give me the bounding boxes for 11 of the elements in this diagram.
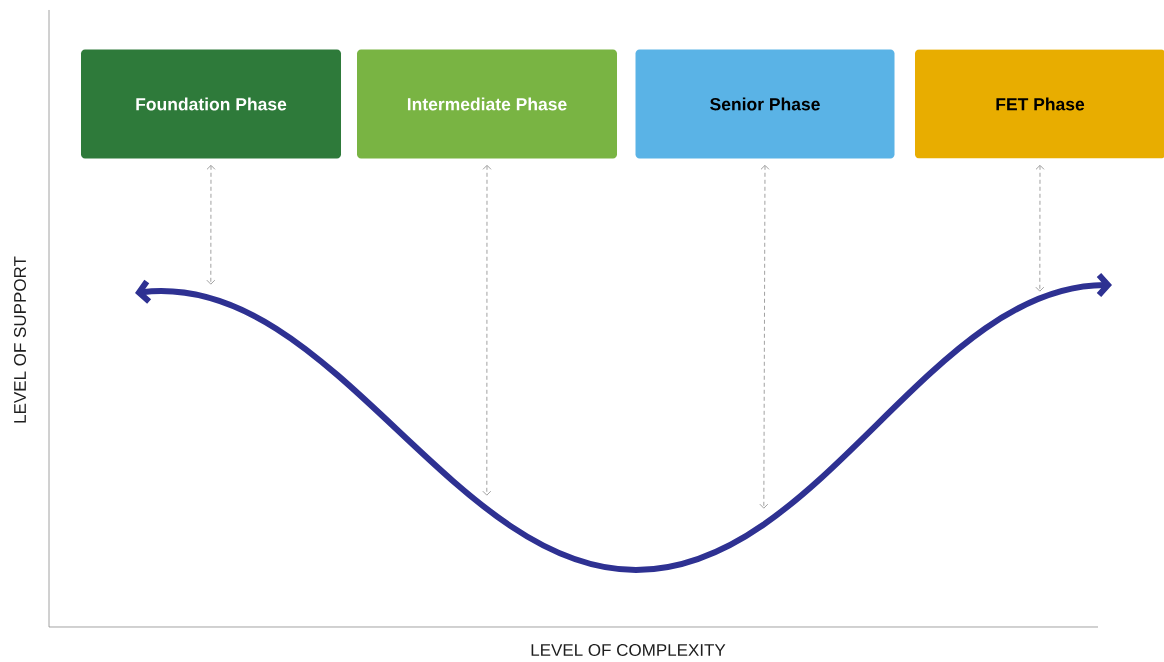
dashed-arrow: [482, 164, 492, 496]
axis-label: LEVEL OF SUPPORT: [14, 256, 27, 423]
curve-arrow: [135, 273, 1112, 573]
dashed-arrow: [206, 164, 216, 285]
phase-box: Intermediate Phase: [357, 49, 617, 159]
axis-label: LEVEL OF COMPLEXITY: [531, 644, 726, 656]
phase-box: Senior Phase: [635, 49, 895, 159]
dashed-arrow: [759, 164, 770, 509]
phase-box: FET Phase: [915, 49, 1164, 159]
phase-box: Foundation Phase: [81, 49, 341, 159]
dashed-arrow: [1035, 164, 1045, 292]
